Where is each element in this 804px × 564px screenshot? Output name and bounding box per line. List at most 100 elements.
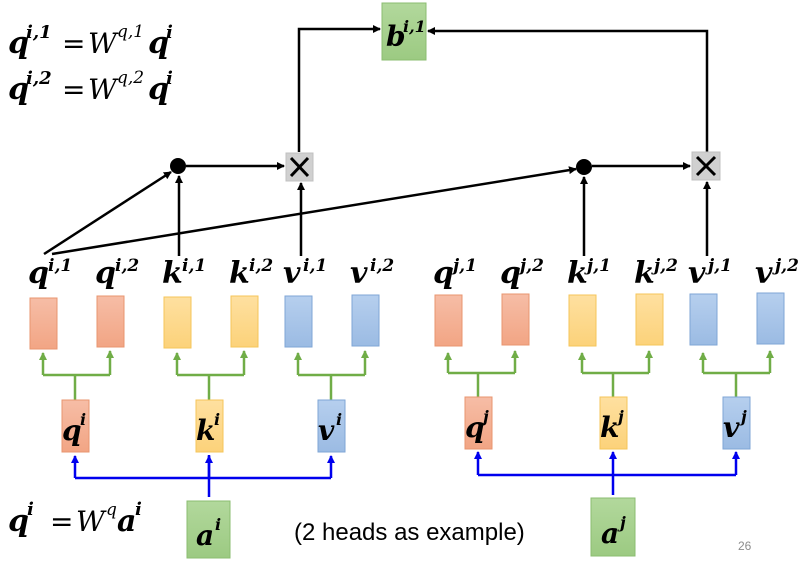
projection-box-q-i xyxy=(61,399,90,453)
head2-to-output-arrow xyxy=(427,27,709,152)
projection-box-q-j xyxy=(464,396,493,450)
projection-label-base: q xyxy=(465,411,485,444)
projection-label-base: v xyxy=(723,411,740,444)
input-a-j-label: a xyxy=(601,517,619,550)
head-label-base: k xyxy=(229,256,250,291)
output-b-label: b xyxy=(386,20,406,53)
head-label-base: v xyxy=(688,256,706,291)
equation-q-i-2: q i,2 = W q,2 q i xyxy=(8,68,173,107)
projection-label-sup: j xyxy=(615,407,624,426)
input-a-i-label: a xyxy=(196,519,214,552)
page-number: 26 xyxy=(738,539,752,553)
head-label-sup: j,1 xyxy=(705,256,732,276)
head-label-base: v xyxy=(350,256,368,291)
head-label-sup: j,2 xyxy=(772,256,799,276)
head-box-q-i-2 xyxy=(96,295,125,348)
projection-label-sup: j xyxy=(480,407,489,426)
dot-product-icon-2 xyxy=(576,159,592,175)
head-box-k-i-1 xyxy=(163,296,192,349)
head-label-sup: i,2 xyxy=(115,256,139,276)
eq3-lhs: q xyxy=(8,504,29,539)
green-split-connector xyxy=(39,350,114,400)
input-a-i-sup: i xyxy=(215,515,221,534)
head-label-sup: j,2 xyxy=(517,256,544,276)
eq3-rhs: a xyxy=(117,504,136,539)
output-b-sup: i,1 xyxy=(403,17,426,36)
projection-label-sup: i xyxy=(214,410,220,429)
multiply-icon-1 xyxy=(285,152,314,182)
projection-label-sup: i xyxy=(336,410,342,429)
eq2-rhs-sup: i xyxy=(166,68,173,89)
head-box-k-j-2 xyxy=(635,293,664,346)
output-b-box xyxy=(381,2,427,61)
head-label-sup: i,1 xyxy=(303,256,327,276)
head1-to-output-arrow xyxy=(297,25,381,152)
projection-label-sup: i xyxy=(80,410,86,429)
eq1-rhs-sup: i xyxy=(166,22,173,43)
input-a-j-sup: j xyxy=(617,513,626,532)
head-label-base: v xyxy=(283,256,301,291)
green-split-connector xyxy=(699,350,774,400)
eq2-lhs: q xyxy=(8,72,29,107)
equation-q-i-1: q i,1 = W q,1 q i xyxy=(8,22,173,61)
head-box-q-j-2 xyxy=(501,293,530,346)
head-box-v-j-2 xyxy=(756,292,785,345)
head-label-base: q xyxy=(500,256,521,291)
head-box-q-j-1 xyxy=(434,294,463,347)
eq2-rhs: q xyxy=(148,72,169,107)
projection-label-base: q xyxy=(62,414,82,447)
eq1-lhs-sup: i,1 xyxy=(26,22,52,43)
head-box-v-i-1 xyxy=(284,295,313,348)
head-label-sup: i,1 xyxy=(48,256,72,276)
eq1-w-sup: q,1 xyxy=(117,22,144,42)
head-label-base: k xyxy=(162,256,183,291)
projection-label-base: v xyxy=(318,414,335,447)
projection-label-sup: j xyxy=(738,407,747,426)
eq3-equals: = xyxy=(50,505,73,538)
head-box-k-i-2 xyxy=(230,295,259,348)
head-label-sup: j,1 xyxy=(584,256,611,276)
head-box-v-i-2 xyxy=(351,294,380,347)
projection-box-k-j xyxy=(599,396,628,450)
blue-connector-j xyxy=(474,451,740,495)
equation-q-i: q i = W q a i xyxy=(8,499,142,539)
head-label-base: q xyxy=(95,256,116,291)
eq1-w: W xyxy=(88,27,119,60)
head-label-base: k xyxy=(567,256,588,291)
eq3-w: W xyxy=(76,505,107,538)
projection-box-v-j xyxy=(722,396,751,450)
eq1-rhs: q xyxy=(148,26,169,61)
head-box-q-i-1 xyxy=(29,297,58,350)
eq3-rhs-sup: i xyxy=(135,499,142,520)
eq2-equals: = xyxy=(62,73,85,106)
head-label-base: q xyxy=(28,256,49,291)
input-a-i-box xyxy=(186,500,231,559)
eq2-w: W xyxy=(88,73,119,106)
green-split-connector xyxy=(173,350,248,400)
head-label-sup: i,2 xyxy=(249,256,273,276)
head-label-base: k xyxy=(634,256,655,291)
input-a-j-box xyxy=(590,497,636,557)
head-label-sup: i,1 xyxy=(182,256,206,276)
eq3-lhs-sup: i xyxy=(27,499,34,520)
projection-label-base: k xyxy=(196,414,215,447)
head-box-k-j-1 xyxy=(568,294,597,347)
eq3-w-sup: q xyxy=(106,500,117,520)
head-label-sup: i,2 xyxy=(370,256,394,276)
green-split-connector xyxy=(578,350,653,400)
projection-box-k-i xyxy=(195,399,224,453)
multiply-icon-2 xyxy=(691,151,721,181)
